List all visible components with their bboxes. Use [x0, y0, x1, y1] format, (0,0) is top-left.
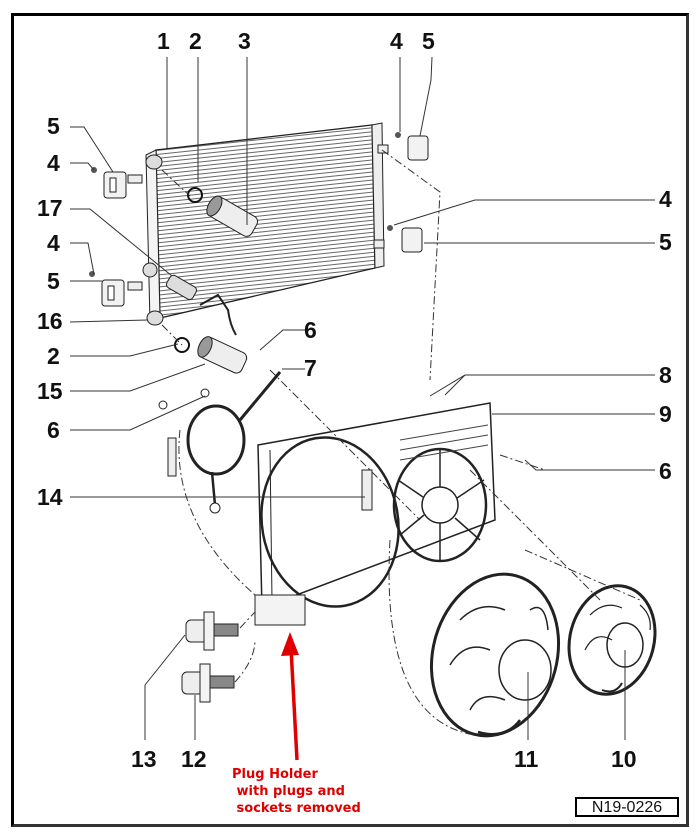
callout-17: 17: [37, 195, 63, 221]
lower-cylinder: [174, 336, 248, 374]
fan-shroud: [254, 402, 496, 626]
left-mount-brackets: [89, 167, 127, 307]
callout-16: 16: [37, 308, 63, 334]
callout-5: 5: [422, 28, 435, 54]
callout-5: 5: [47, 268, 60, 294]
motor-bracket: [158, 371, 282, 514]
connectors: [181, 611, 239, 703]
callout-6: 6: [47, 417, 60, 443]
right-mount-brackets: [387, 132, 429, 253]
callout-5: 5: [47, 113, 60, 139]
callout-13: 13: [131, 746, 157, 772]
callout-12: 12: [181, 746, 207, 772]
callout-9: 9: [659, 401, 672, 427]
callout-7: 7: [304, 355, 317, 381]
callout-3: 3: [238, 28, 251, 54]
callout-11: 11: [514, 746, 539, 772]
callout-4: 4: [47, 150, 60, 176]
dryer-cartridge: [187, 187, 259, 237]
callout-1: 1: [157, 28, 170, 54]
annotation-arrow: [281, 632, 299, 761]
callout-15: 15: [37, 378, 63, 404]
callout-5: 5: [659, 229, 672, 255]
callout-6: 6: [304, 317, 317, 343]
reference-code-box: N19-0226: [575, 797, 679, 817]
plug-holder-annotation: Plug Holder with plugs and sockets remov…: [232, 767, 361, 816]
large-fan: [429, 572, 561, 738]
callout-10: 10: [611, 746, 637, 772]
leader-lines: [69, 56, 655, 740]
callout-4: 4: [47, 230, 60, 256]
callout-8: 8: [659, 362, 672, 388]
callout-4: 4: [390, 28, 403, 54]
sensor: [165, 274, 237, 336]
callout-2: 2: [189, 28, 202, 54]
assembly-lines: [161, 149, 641, 736]
callout-14: 14: [37, 484, 63, 510]
callout-4: 4: [659, 186, 672, 212]
callout-2: 2: [47, 343, 60, 369]
small-fan: [567, 584, 657, 696]
radiator: [127, 122, 389, 326]
callout-6: 6: [659, 458, 672, 484]
